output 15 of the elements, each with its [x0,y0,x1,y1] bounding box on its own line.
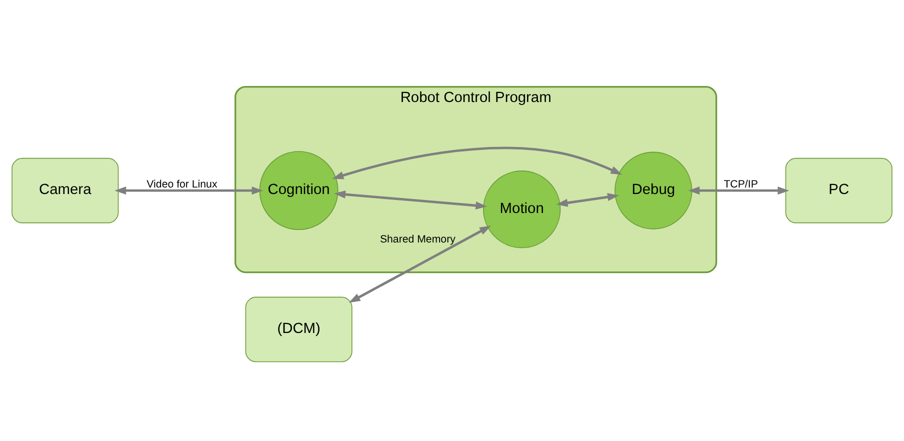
node-circle: Debug [614,151,692,229]
arrow [114,186,264,194]
node-box: Camera [12,157,119,223]
edge-label: Shared Memory [380,232,456,245]
edge-label: Video for Linux [146,178,218,190]
arrow [556,192,620,206]
arrow [688,186,790,194]
node-box: (DCM) [245,296,352,362]
node-circle: Motion [483,170,561,248]
node-circle: Cognition [259,150,338,230]
arrow [334,190,488,210]
node-box: PC [785,157,892,223]
arrow [348,225,492,302]
arrow [332,146,622,179]
edge-label: TCP/IP [724,178,758,190]
